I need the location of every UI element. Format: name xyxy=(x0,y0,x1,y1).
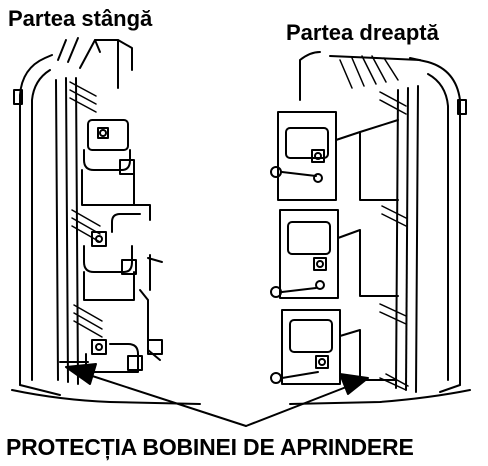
left-side-label: Partea stângă xyxy=(8,6,153,31)
right-ignition-coil-1 xyxy=(271,112,336,200)
right-cylinder-head xyxy=(271,52,470,404)
right-ignition-coil-2 xyxy=(271,210,338,298)
ignition-coil-guard-caption: PROTECȚIA BOBINEI DE APRINDERE xyxy=(6,434,414,460)
left-cylinder-head xyxy=(12,38,200,404)
callout-arrows xyxy=(66,364,368,426)
left-ignition-coil-3 xyxy=(86,340,142,372)
arrowhead-left xyxy=(66,364,96,384)
right-ignition-coil-3 xyxy=(271,310,340,384)
right-side-label: Partea dreaptă xyxy=(286,20,439,45)
arrowhead-right xyxy=(340,374,368,394)
left-ignition-coil-1 xyxy=(82,120,134,205)
left-ignition-coil-2 xyxy=(84,214,140,300)
